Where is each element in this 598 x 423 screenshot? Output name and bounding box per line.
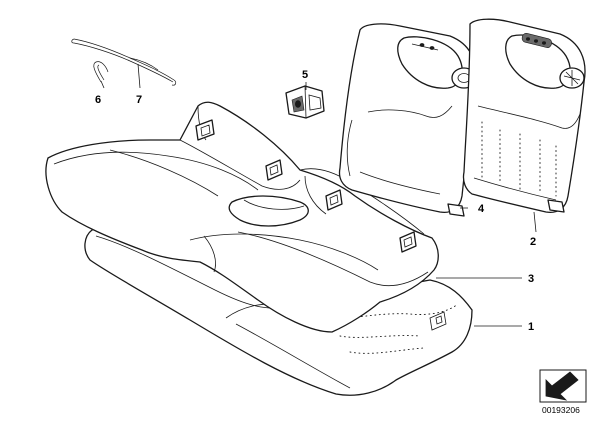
- part-7-cable: [71, 38, 177, 86]
- callout-4: 4: [478, 203, 485, 215]
- callout-1: 1: [528, 321, 534, 333]
- callout-6: 6: [95, 94, 101, 106]
- arrow-icon: [539, 369, 587, 403]
- part-3-cushion-cover: [45, 101, 439, 333]
- leader-lines: [100, 63, 537, 327]
- callout-5: 5: [302, 69, 308, 81]
- part-6-clip: [93, 61, 109, 83]
- callout-7: 7: [136, 94, 142, 106]
- part-5-bracket: [285, 85, 325, 119]
- reference-number: 00193206: [542, 405, 580, 415]
- part-2-backrest-frame: [462, 18, 586, 214]
- callout-2: 2: [530, 236, 536, 248]
- callout-3: 3: [528, 273, 534, 285]
- part-4-backrest-cover: [338, 23, 477, 217]
